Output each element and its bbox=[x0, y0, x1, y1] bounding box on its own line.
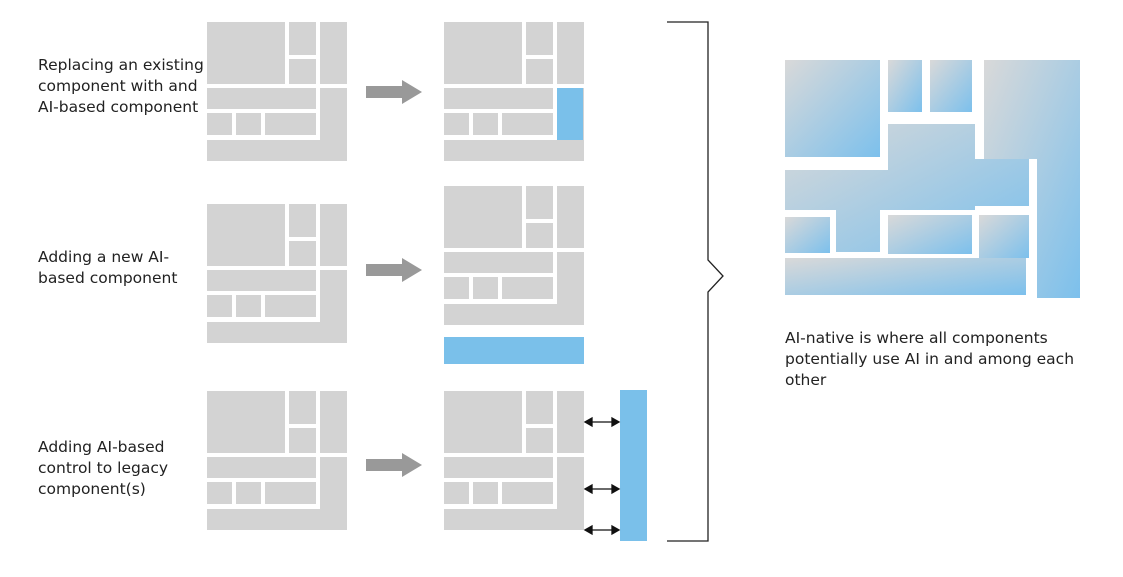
ai-control-component bbox=[620, 390, 647, 541]
transform-arrow-3 bbox=[366, 453, 422, 477]
controlled-architecture bbox=[444, 390, 647, 541]
row-label-replacing: Replacing an existing component with and… bbox=[38, 56, 204, 116]
legacy-architecture-3 bbox=[207, 391, 347, 530]
replaced-architecture bbox=[444, 22, 584, 161]
legacy-architecture-2 bbox=[207, 204, 347, 343]
extended-architecture bbox=[444, 186, 584, 364]
ai-component-new bbox=[444, 337, 584, 364]
bidirectional-arrows bbox=[583, 416, 621, 536]
ai-native-architecture bbox=[785, 60, 1080, 298]
ai-component-replaced bbox=[557, 88, 583, 140]
grouping-brace bbox=[667, 21, 724, 542]
transform-arrow-2 bbox=[366, 258, 422, 282]
row-label-adding-new: Adding a new AI-based component bbox=[38, 248, 178, 287]
transform-arrow-1 bbox=[366, 80, 422, 104]
row-label-adding-control: Adding AI-based control to legacy compon… bbox=[38, 438, 169, 498]
ai-native-caption: AI-native is where all components potent… bbox=[785, 329, 1075, 389]
legacy-architecture-1 bbox=[207, 22, 347, 161]
